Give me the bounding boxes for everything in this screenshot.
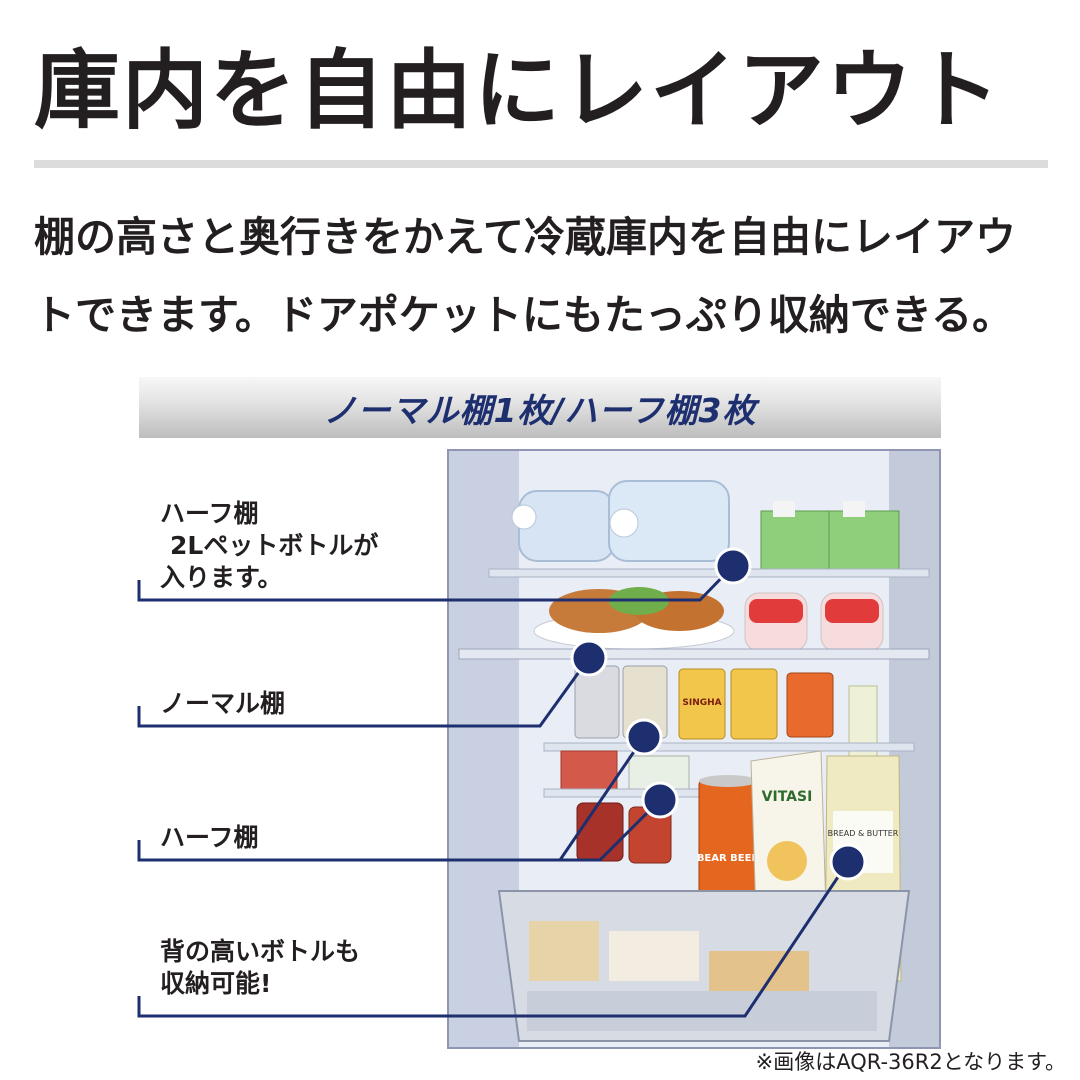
fridge-illustration: SINGHA BREAD & BUTTER BEAR BEER VITASI (449, 451, 939, 1047)
callout-line: ハーフ棚 (160, 499, 259, 528)
callout-line: ノーマル棚 (160, 689, 286, 718)
description: 棚の高さと奥行きをかえて冷蔵庫内を自由にレイアウ トできます。ドアポケットにもた… (34, 198, 1064, 354)
vitasi-label: VITASI (762, 789, 813, 805)
wine-label: BREAD & BUTTER (828, 829, 899, 838)
food-plate (533, 587, 735, 650)
water-bottles (511, 480, 730, 562)
title-divider (34, 160, 1048, 168)
callout-line: 入ります。 (160, 563, 283, 592)
singha-label: SINGHA (682, 698, 721, 708)
strawberry-desserts (744, 592, 884, 652)
page-title: 庫内を自由にレイアウト (34, 41, 1002, 141)
fridge-interior-photo: SINGHA BREAD & BUTTER BEAR BEER VITASI (447, 449, 941, 1049)
callout-line: 2Lペットボトルが (170, 531, 379, 560)
description-line-2: トできます。ドアポケットにもたっぷり収納できる。 (34, 291, 1014, 339)
callout-half-shelf: ハーフ棚 (160, 822, 259, 854)
description-line-1: 棚の高さと奥行きをかえて冷蔵庫内を自由にレイアウ (34, 213, 1016, 261)
cans-row: SINGHA (574, 665, 834, 740)
callout-half-shelf-bottle: ハーフ棚 2Lペットボトルが 入ります。 (160, 498, 378, 594)
callout-line: 収納可能! (160, 969, 272, 998)
juice-cartons (760, 501, 900, 570)
shelf-config-banner: ノーマル棚1枚/ハーフ棚3枚 (139, 377, 941, 438)
callout-line: ハーフ棚 (160, 823, 259, 852)
callout-line: 背の高いボトルも (160, 937, 361, 966)
shelf-config-text: ノーマル棚1枚/ハーフ棚3枚 (323, 390, 757, 430)
callout-tall-bottle: 背の高いボトルも 収納可能! (160, 936, 360, 1000)
image-note: ※画像はAQR-36R2となります。 (755, 1050, 1066, 1074)
bottom-drawer (497, 890, 911, 1042)
callout-normal-shelf: ノーマル棚 (160, 688, 285, 720)
beer-label: BEAR BEER (697, 853, 760, 864)
